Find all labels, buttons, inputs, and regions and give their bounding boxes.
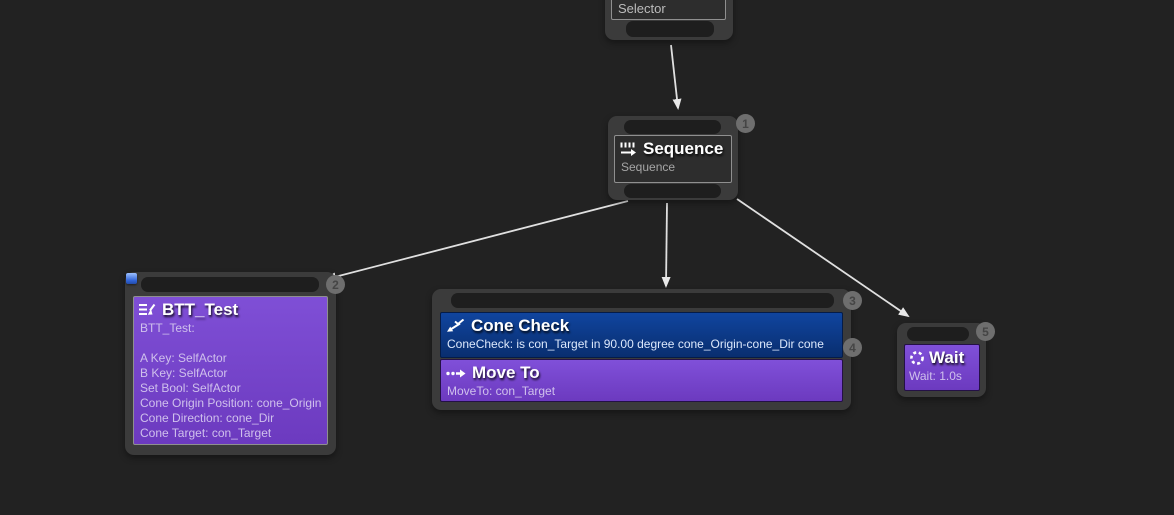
move-to-subtitle: MoveTo: con_Target (447, 384, 556, 398)
btt-test-detail: Cone Target: con_Target (140, 426, 272, 440)
node-selector[interactable]: Selector (605, 0, 733, 40)
blueprint-icon (126, 273, 137, 284)
btt-test-body[interactable]: BTT_Test BTT_Test: A Key: SelfActor B Ke… (133, 296, 328, 445)
wait-input-pin[interactable] (907, 327, 969, 341)
selector-name-box: Selector (611, 0, 726, 20)
wait-subtitle: Wait: 1.0s (909, 369, 962, 383)
btt-test-subtitle: BTT_Test: (140, 321, 195, 335)
node-move-to-with-decorator[interactable]: Cone Check ConeCheck: is con_Target in 9… (432, 289, 851, 410)
sequence-title: Sequence (643, 139, 724, 158)
wait-timer-icon (909, 350, 925, 366)
cone-check-title: Cone Check (471, 316, 570, 335)
move-to-task[interactable]: Move To MoveTo: con_Target (440, 359, 843, 402)
wait-body[interactable]: Wait Wait: 1.0s (904, 344, 980, 391)
wait-title: Wait (929, 348, 965, 367)
sequence-icon (620, 142, 637, 156)
cone-check-subtitle: ConeCheck: is con_Target in 90.00 degree… (447, 337, 824, 351)
node-sequence[interactable]: Sequence Sequence (608, 116, 738, 200)
sequence-body[interactable]: Sequence Sequence (614, 135, 732, 183)
execution-order-badge-3: 3 (843, 291, 862, 310)
btt-test-detail: A Key: SelfActor (140, 351, 227, 365)
btt-test-detail: Set Bool: SelfActor (140, 381, 241, 395)
sequence-output-pin[interactable] (624, 184, 721, 198)
move-to-title: Move To (472, 363, 540, 382)
node-wait[interactable]: Wait Wait: 1.0s (897, 323, 986, 397)
wire-sequence-to-cone-check (661, 202, 671, 288)
task-icon (139, 303, 156, 318)
wire-sequence-to-btt-test (325, 200, 629, 282)
node-btt-test[interactable]: BTT_Test BTT_Test: A Key: SelfActor B Ke… (125, 272, 336, 455)
btt-test-detail: Cone Direction: cone_Dir (140, 411, 275, 425)
btt-test-detail: B Key: SelfActor (140, 366, 228, 380)
btt-test-detail: Cone Origin Position: cone_Origin (140, 396, 322, 410)
decorator-check-icon (446, 318, 465, 334)
move-to-input-pin[interactable] (451, 293, 834, 308)
execution-order-badge-1: 1 (736, 114, 755, 133)
move-to-icon (446, 368, 466, 379)
selector-name: Selector (618, 1, 666, 16)
sequence-input-pin[interactable] (624, 120, 721, 134)
cone-check-decorator[interactable]: Cone Check ConeCheck: is con_Target in 9… (440, 312, 843, 358)
execution-order-badge-2: 2 (326, 275, 345, 294)
sequence-subtitle: Sequence (621, 160, 676, 174)
execution-order-badge-4: 4 (843, 338, 862, 357)
btt-test-input-pin[interactable] (141, 277, 319, 292)
wire-selector-to-sequence (670, 44, 682, 110)
execution-order-badge-5: 5 (976, 322, 995, 341)
btt-test-title: BTT_Test (162, 300, 239, 319)
selector-output-pin[interactable] (626, 21, 714, 37)
